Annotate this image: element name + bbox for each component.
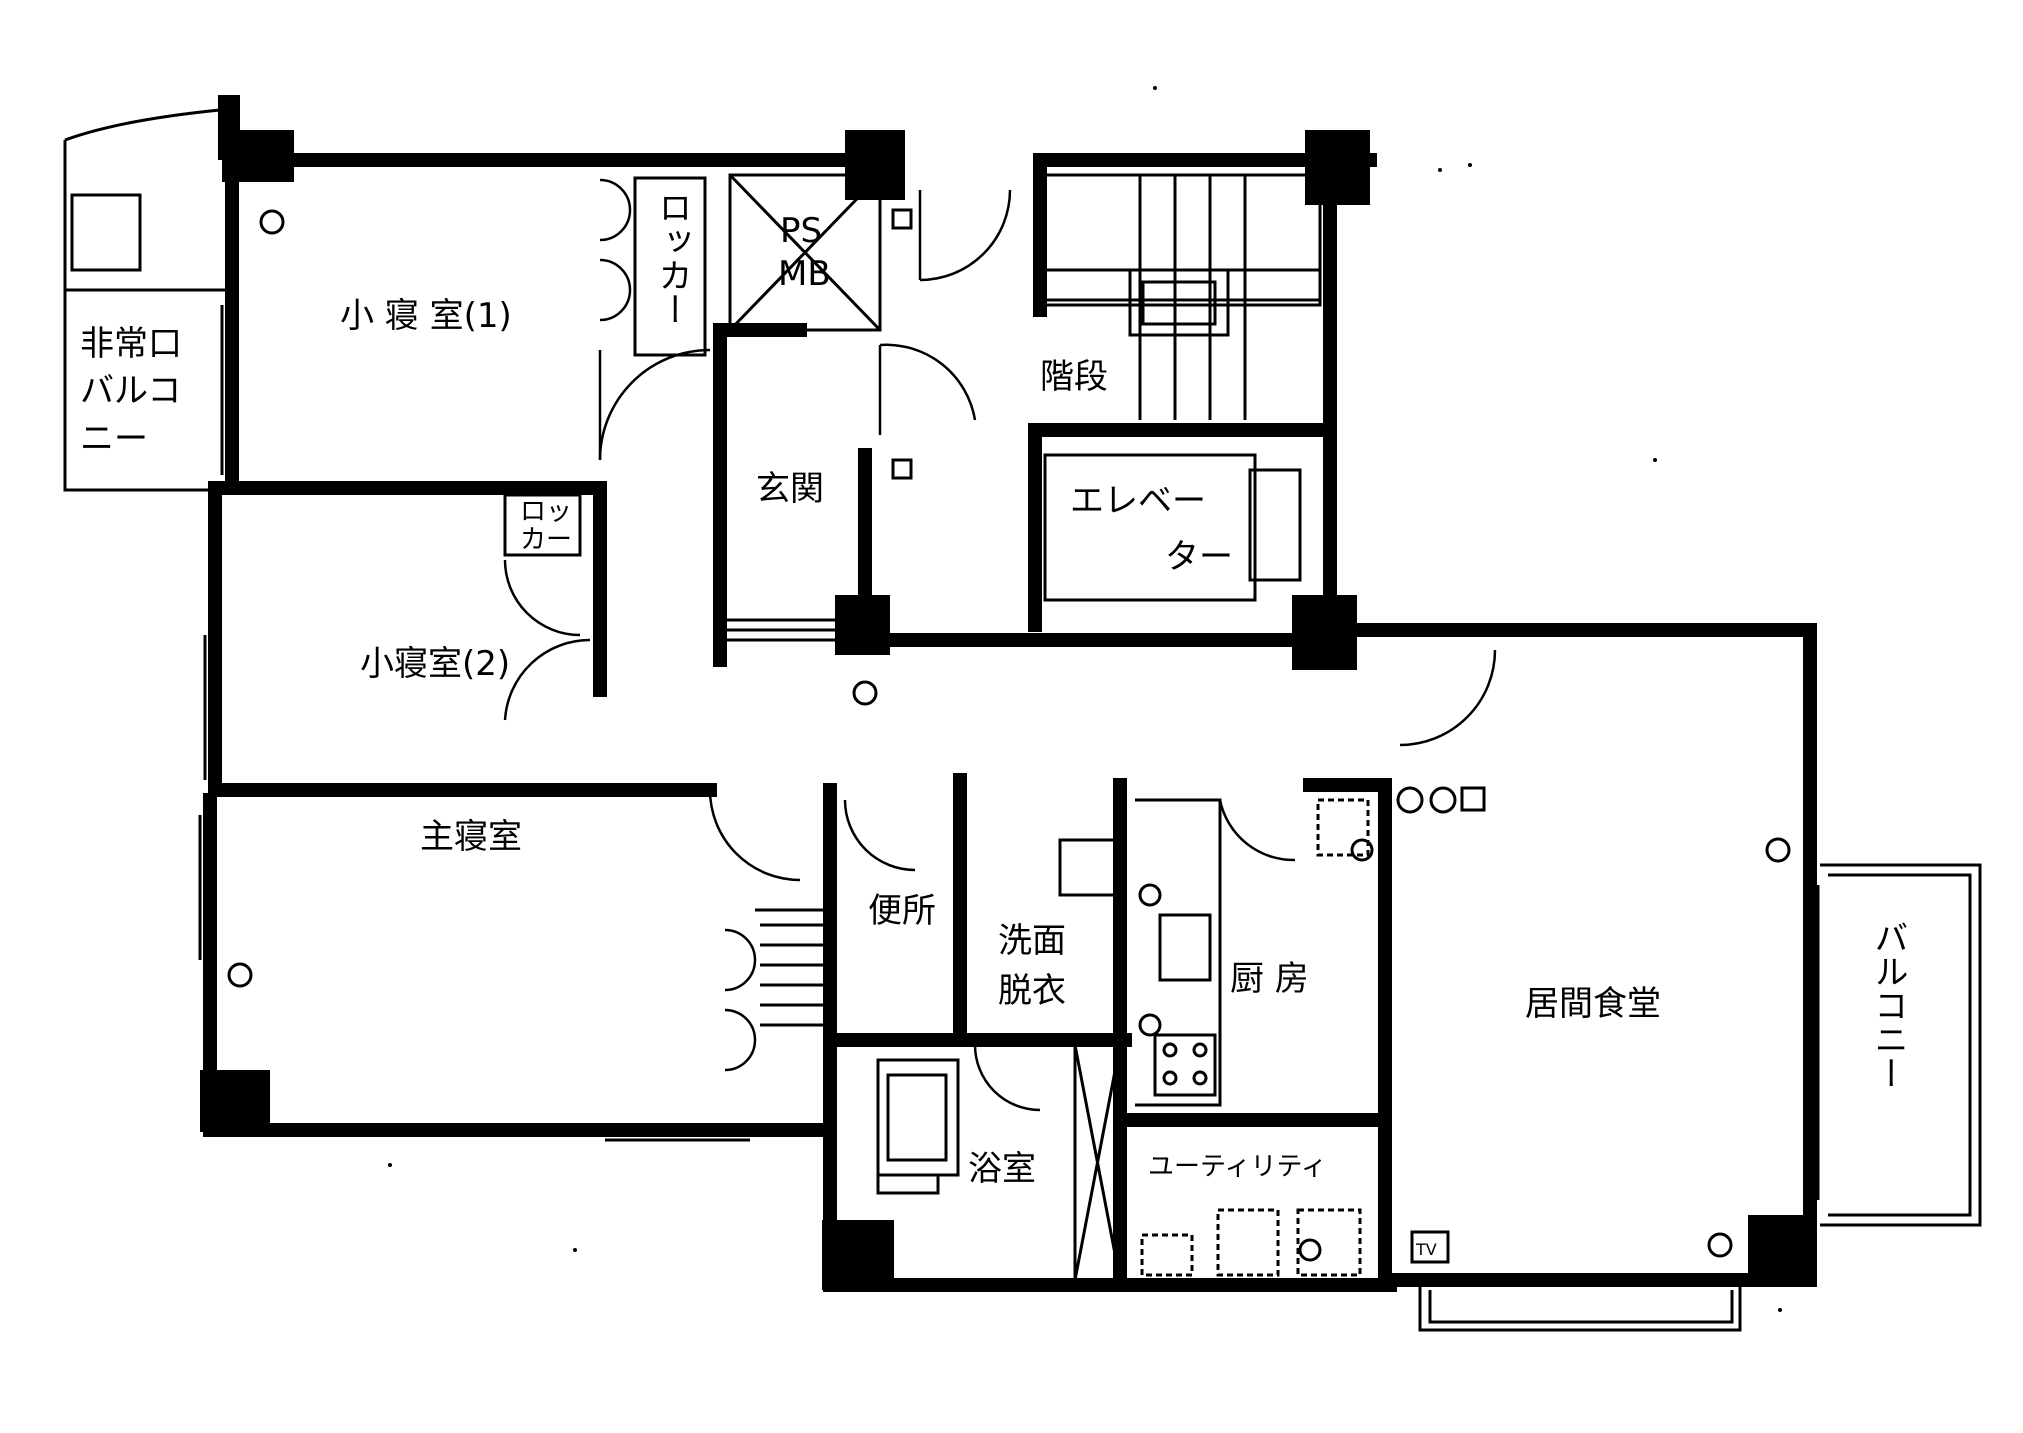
- walls: [203, 153, 1817, 1292]
- label-entrance: 玄関: [756, 469, 824, 509]
- label-mb: MB: [778, 254, 831, 294]
- label-kitchen: 厨 房: [1230, 959, 1309, 999]
- label-living-dining: 居間食堂: [1525, 984, 1661, 1024]
- label-stairs: 階段: [1040, 357, 1108, 397]
- scan-noise: [388, 86, 1782, 1312]
- label-emergency-balcony-line1: 非常口: [80, 324, 182, 364]
- label-ps: PS: [780, 211, 822, 251]
- label-balcony: バルコニー: [1868, 920, 1908, 1090]
- columns: [200, 95, 1816, 1290]
- label-small-bedroom-1: 小 寝 室(1): [340, 296, 512, 336]
- label-washroom-line2: 脱衣: [998, 971, 1066, 1011]
- label-emergency-balcony-line3: ニー: [80, 419, 148, 459]
- outlet-symbols: [227, 208, 1791, 1264]
- door-swings: [503, 178, 1497, 1112]
- label-utility: ユーティリティ: [1148, 1152, 1327, 1182]
- label-elevator-line1: エレベー: [1070, 481, 1206, 521]
- label-washroom-line1: 洗面: [998, 921, 1066, 961]
- label-master-bedroom: 主寝室: [420, 817, 522, 857]
- label-toilet: 便所: [868, 891, 936, 931]
- label-bathroom: 浴室: [968, 1149, 1036, 1189]
- thin-lines: [63, 108, 1982, 1332]
- label-locker-small-line2: カー: [520, 525, 572, 555]
- label-emergency-balcony-line2: バルコ: [80, 371, 181, 411]
- label-small-bedroom-2: 小寝室(2): [360, 644, 510, 684]
- label-tv: TV: [1415, 1240, 1437, 1259]
- label-locker: ロッカー: [652, 190, 692, 326]
- room-labels: 小 寝 室(1) 小寝室(2) 主寝室 非常口 バルコ ニー ロッカー ロッ カ…: [80, 190, 1908, 1259]
- label-locker-small-line1: ロッ: [520, 497, 572, 527]
- label-elevator-line2: ター: [1165, 537, 1233, 577]
